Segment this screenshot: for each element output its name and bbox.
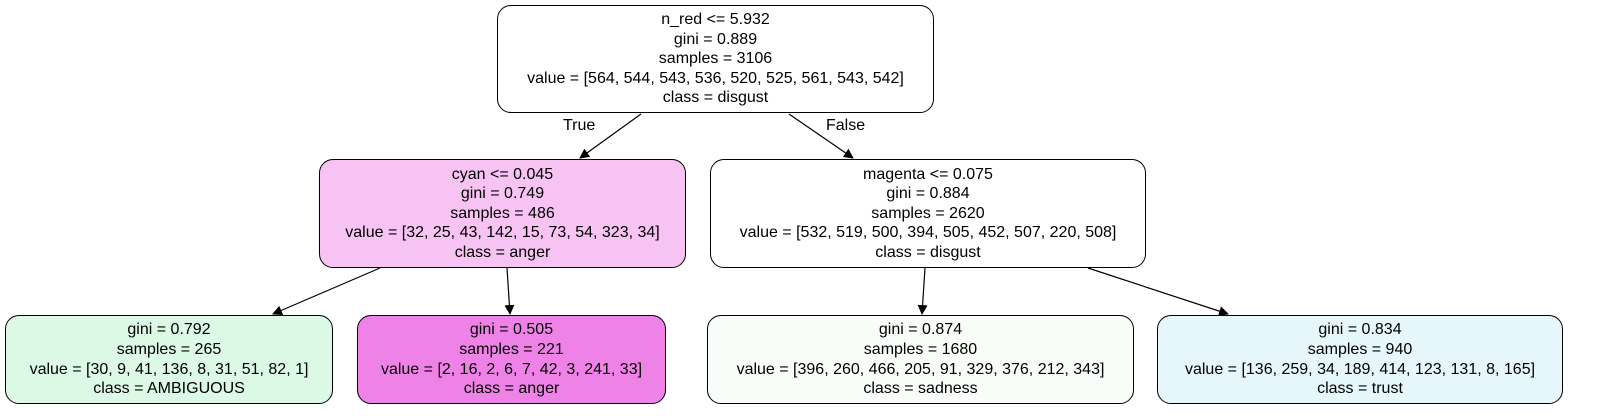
node-split-rule: magenta <= 0.075 [863,165,993,183]
edge-label-true: True [563,117,596,134]
node-value: value = [396, 260, 466, 205, 91, 329, 37… [736,360,1105,378]
edge-left-ll [272,267,381,316]
node-value: value = [32, 25, 43, 142, 15, 73, 54, 32… [345,224,660,242]
node-class: class = anger [463,380,560,398]
node-gini: gini = 0.884 [886,185,970,203]
edge-root-right [788,113,854,159]
node-value: value = [30, 9, 41, 136, 8, 31, 51, 82, … [29,360,309,378]
tree-leaf-ambiguous: gini = 0.792 samples = 265 value = [30, … [5,315,333,404]
node-gini: gini = 0.834 [1318,321,1402,339]
tree-leaf-sadness: gini = 0.874 samples = 1680 value = [396… [707,315,1134,404]
node-gini: gini = 0.749 [460,185,545,203]
tree-leaf-trust: gini = 0.834 samples = 940 value = [136,… [1157,315,1563,404]
edge-right-rl [917,267,928,315]
edge-right-rr [1087,267,1229,316]
node-samples: samples = 221 [459,340,564,358]
node-value: value = [532, 519, 500, 394, 505, 452, 5… [739,224,1117,242]
node-gini: gini = 0.889 [673,30,758,48]
node-class: class = AMBIGUOUS [93,380,245,398]
tree-node-root: n_red <= 5.932 gini = 0.889 samples = 31… [497,5,934,113]
node-samples: samples = 1680 [863,340,978,358]
node-gini: gini = 0.505 [469,321,554,339]
node-samples: samples = 486 [450,204,555,222]
node-class: class = anger [454,243,551,261]
node-class: class = disgust [875,243,981,261]
node-split-rule: n_red <= 5.932 [661,11,770,29]
node-samples: samples = 940 [1307,340,1413,358]
node-samples: samples = 3106 [658,50,773,68]
node-class: class = sadness [863,380,978,398]
tree-node-right: magenta <= 0.075 gini = 0.884 samples = … [710,159,1146,268]
node-samples: samples = 2620 [871,204,985,222]
node-value: value = [564, 544, 543, 536, 520, 525, 5… [527,69,904,87]
node-split-rule: cyan <= 0.045 [451,165,554,183]
edge-root-left [579,113,642,159]
node-gini: gini = 0.874 [878,321,963,339]
node-value: value = [2, 16, 2, 6, 7, 42, 3, 241, 33] [380,360,643,378]
node-class: class = trust [1317,380,1403,398]
node-gini: gini = 0.792 [127,321,211,339]
node-samples: samples = 265 [116,340,222,358]
edge-label-false: False [826,117,866,134]
edge-left-lr [504,267,515,315]
tree-node-left: cyan <= 0.045 gini = 0.749 samples = 486… [319,159,686,268]
node-class: class = disgust [662,89,769,107]
node-value: value = [136, 259, 34, 189, 414, 123, 13… [1184,360,1536,378]
tree-leaf-anger: gini = 0.505 samples = 221 value = [2, 1… [357,315,666,404]
